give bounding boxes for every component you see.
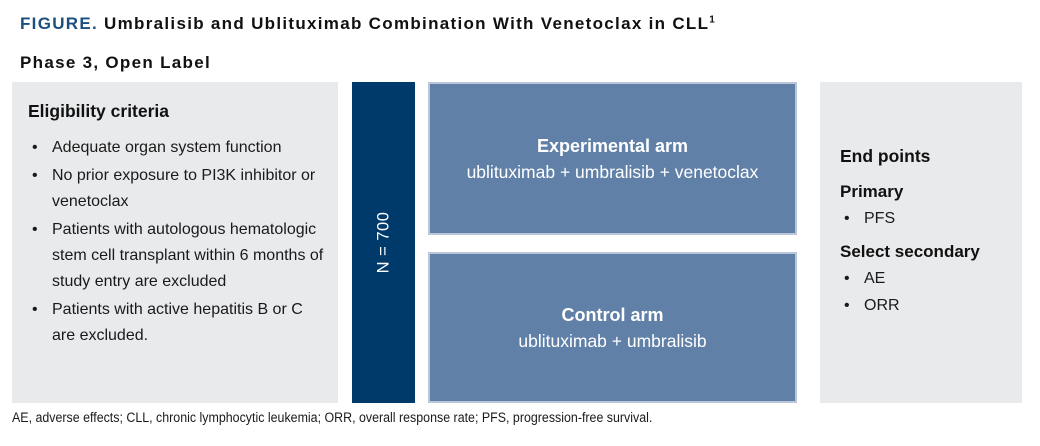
primary-endpoint-item: PFS (840, 205, 1012, 232)
primary-endpoints-list: PFS (840, 205, 1012, 232)
primary-endpoints-heading: Primary (840, 182, 904, 201)
enrollment-bar: N = 700 (352, 82, 415, 403)
figure-title: FIGURE. Umbralisib and Ublituximab Combin… (20, 14, 715, 34)
endpoints-panel: End points Primary PFS Select secondary … (820, 82, 1022, 403)
secondary-endpoint-item: AE (840, 265, 1012, 292)
eligibility-list: Adequate organ system function No prior … (28, 135, 326, 349)
control-arm-box: Control arm ublituximab + umbralisib (428, 252, 797, 403)
secondary-endpoints-list: AE ORR (840, 265, 1012, 319)
eligibility-item: No prior exposure to PI3K inhibitor or v… (28, 163, 326, 215)
secondary-endpoint-item: ORR (840, 292, 1012, 319)
eligibility-item: Patients with active hepatitis B or C ar… (28, 297, 326, 349)
eligibility-panel: Eligibility criteria Adequate organ syst… (12, 82, 338, 403)
figure-title-text: Umbralisib and Ublituximab Combination W… (104, 14, 710, 33)
enrollment-count-label: N = 700 (374, 211, 392, 274)
eligibility-heading: Eligibility criteria (28, 101, 170, 121)
control-arm-regimen: ublituximab + umbralisib (518, 330, 707, 351)
figure-label: FIGURE. (20, 14, 99, 33)
figure-title-reference-superscript: 1 (709, 14, 715, 26)
figure-subtitle: Phase 3, Open Label (20, 53, 211, 72)
control-arm-name: Control arm (561, 304, 664, 325)
experimental-arm-box: Experimental arm ublituximab + umbralisi… (428, 82, 797, 235)
experimental-arm-name: Experimental arm (536, 135, 689, 156)
endpoints-heading: End points (840, 146, 931, 166)
experimental-arm-regimen: ublituximab + umbralisib + venetoclax (466, 161, 759, 182)
eligibility-item: Patients with autologous hematologic ste… (28, 217, 326, 295)
eligibility-item: Adequate organ system function (28, 135, 326, 161)
abbreviations-footnote: AE, adverse effects; CLL, chronic lympho… (12, 410, 653, 425)
secondary-endpoints-heading: Select secondary (840, 242, 980, 261)
